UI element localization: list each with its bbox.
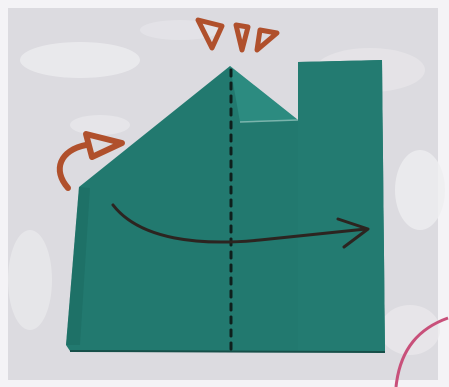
paper-right-flap [298, 60, 385, 352]
